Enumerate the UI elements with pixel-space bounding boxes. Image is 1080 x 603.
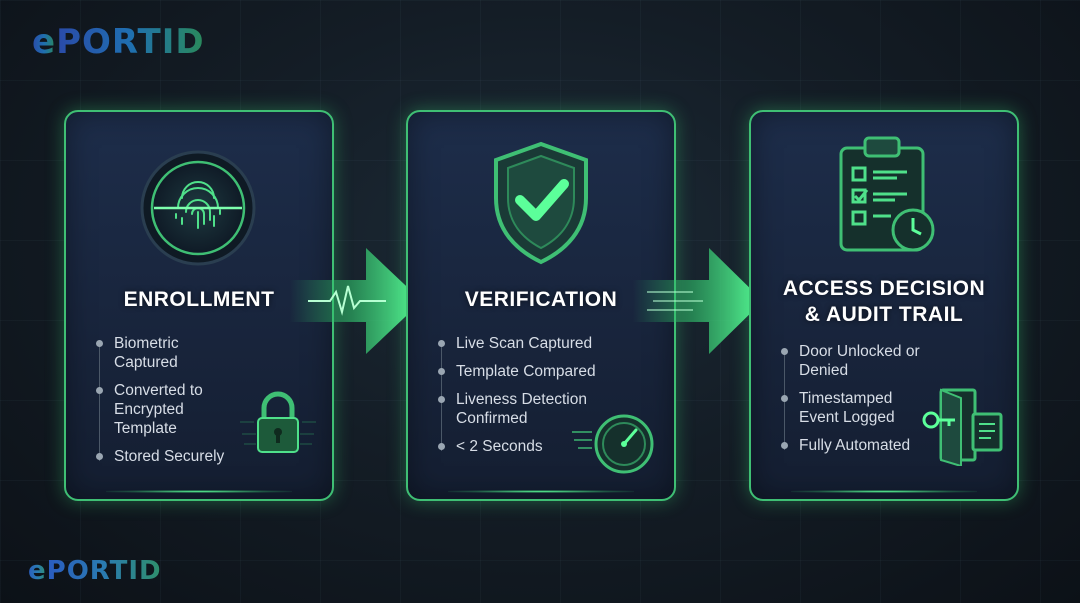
title-line-2: & AUDIT TRAIL: [804, 303, 964, 326]
shield-check-icon: [494, 141, 588, 265]
list-item: Timestamped Event Logged: [781, 389, 931, 427]
enrollment-bullets: Biometric Captured Converted to Encrypte…: [96, 334, 236, 475]
door-key-document-icon: [922, 388, 1003, 466]
access-decision-card: ACCESS DECISION & AUDIT TRAIL Door Unloc…: [749, 110, 1019, 501]
eportid-logo-bottom: ePORTID: [28, 556, 162, 586]
arrow-right-icon: [290, 248, 422, 354]
list-item: Live Scan Captured: [438, 334, 628, 353]
speedometer-icon: [572, 414, 654, 474]
list-item: Stored Securely: [96, 447, 236, 466]
padlock-icon: [240, 391, 316, 453]
list-item: Liveness Detection Confirmed: [438, 390, 628, 428]
verification-bullets: Live Scan Captured Template Compared Liv…: [438, 334, 628, 465]
list-item: Converted to Encrypted Template: [96, 381, 236, 438]
list-item: Template Compared: [438, 362, 628, 381]
fingerprint-icon: [140, 150, 256, 266]
arrow-right-icon: [633, 248, 763, 354]
list-item: Door Unlocked or Denied: [781, 342, 931, 380]
list-item: Fully Automated: [781, 436, 931, 455]
access-decision-title: ACCESS DECISION & AUDIT TRAIL: [751, 276, 1017, 328]
eportid-logo: ePORTID: [32, 22, 205, 62]
verification-card: VERIFICATION Live Scan Captured Template…: [406, 110, 676, 501]
list-item: Biometric Captured: [96, 334, 236, 372]
access-decision-bullets: Door Unlocked or Denied Timestamped Even…: [781, 342, 931, 464]
enrollment-title: ENROLLMENT: [123, 288, 275, 311]
title-line-1: ACCESS DECISION: [782, 277, 986, 300]
enrollment-card: ENROLLMENT Biometric Captured Converted …: [64, 110, 334, 501]
verification-title: VERIFICATION: [464, 288, 618, 311]
list-item: < 2 Seconds: [438, 437, 628, 456]
clipboard-clock-icon: [839, 136, 935, 252]
